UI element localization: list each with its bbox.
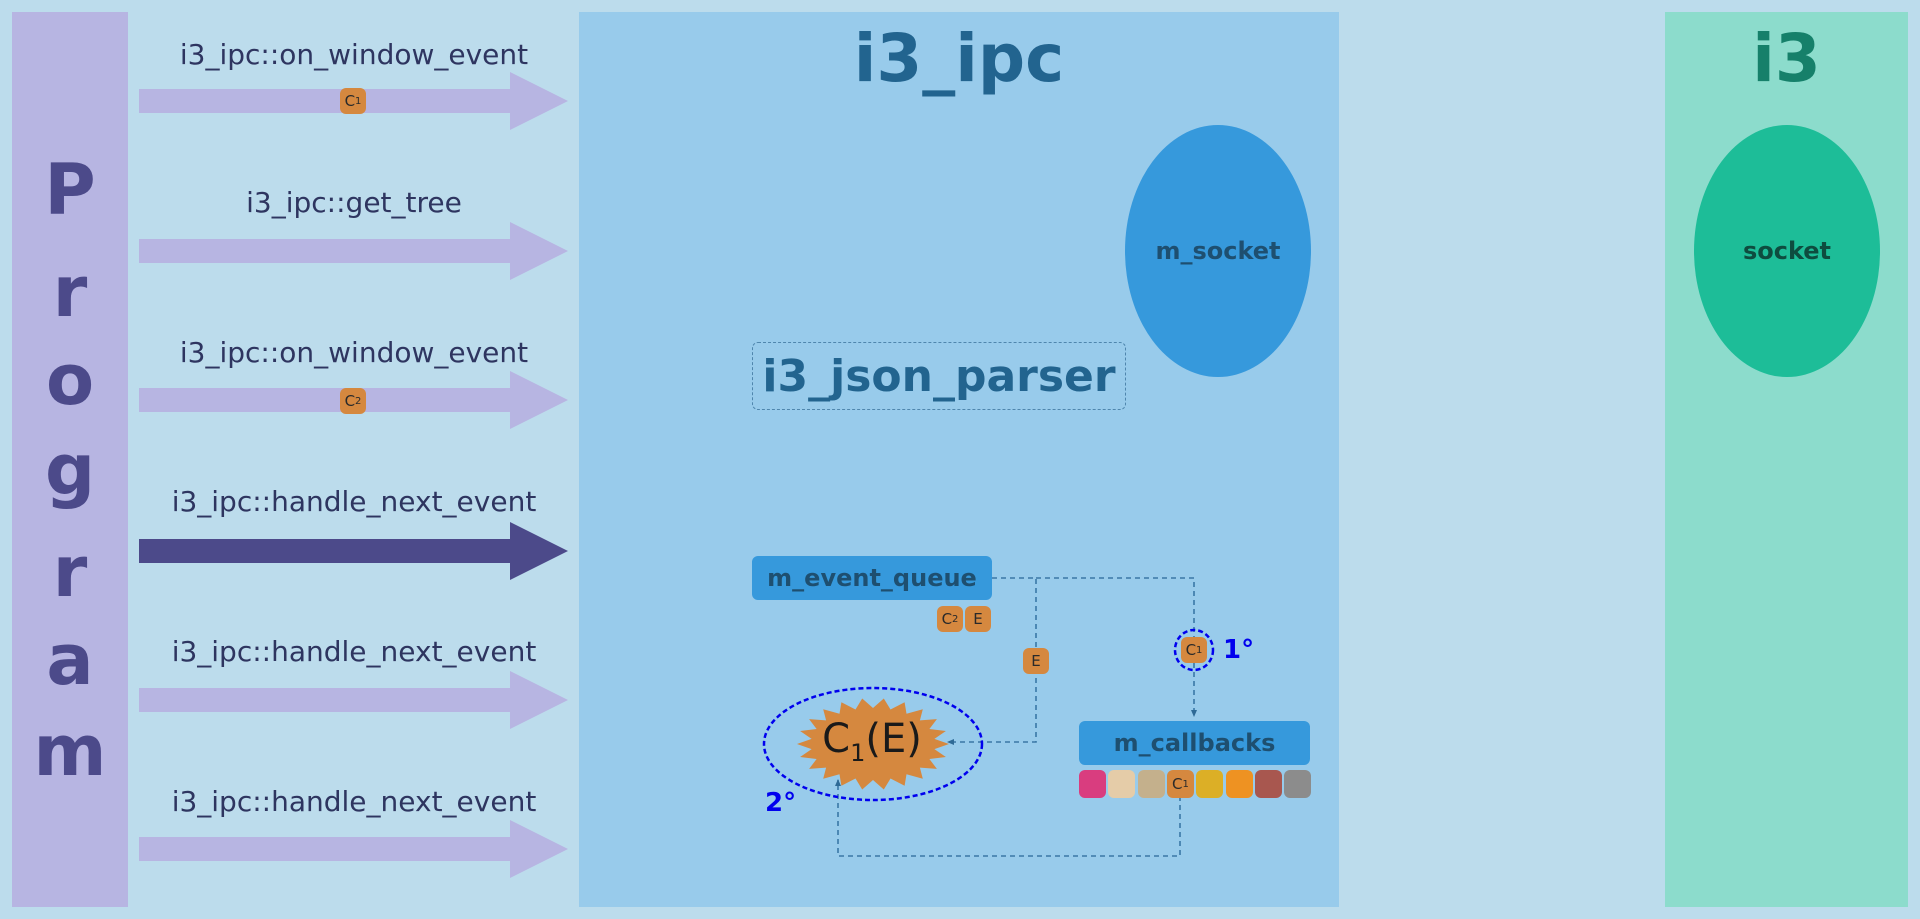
- invocation-label: C1(E): [822, 716, 922, 767]
- call-label: i3_ipc::on_window_event: [179, 38, 529, 71]
- callback-slot: [1254, 770, 1282, 798]
- callback-slot: [1225, 770, 1253, 798]
- i3-ipc-title: i3_ipc: [853, 20, 1065, 97]
- program-letter: P: [44, 149, 96, 231]
- program-letter: a: [46, 619, 94, 701]
- step2-label: 2°: [765, 788, 797, 818]
- callback-invoke-line: [835, 779, 1181, 857]
- call-label: i3_ipc::on_window_event: [179, 336, 529, 369]
- i3-socket-node: socket: [1694, 125, 1880, 377]
- call-label: i3_ipc::handle_next_event: [171, 635, 537, 668]
- program-letter: r: [52, 531, 88, 613]
- callback-slot: [1284, 770, 1312, 798]
- program-letter: o: [45, 339, 95, 421]
- program-letter: m: [33, 710, 107, 792]
- callback-slot: [1137, 770, 1165, 798]
- step1-highlight-ring: [1173, 628, 1215, 672]
- i3-title: i3: [1752, 20, 1821, 97]
- callback-lookup-line: [1036, 577, 1197, 717]
- callback-slot-label: C: [1171, 775, 1183, 793]
- json-parser-node: i3_json_parser: [752, 342, 1126, 410]
- call-label: i3_ipc::handle_next_event: [171, 785, 537, 818]
- event-chip: E: [1023, 648, 1049, 674]
- callback-slot-sub: 1: [1182, 778, 1189, 790]
- call-arrow: [139, 671, 568, 729]
- callback-slot: [1196, 770, 1224, 798]
- event-queue-node: m_event_queue: [752, 556, 992, 600]
- callbacks-node: m_callbacks: [1079, 721, 1310, 765]
- call-arrow: [139, 820, 568, 878]
- program-letter: r: [52, 251, 88, 333]
- m-socket-node: m_socket: [1125, 125, 1311, 377]
- callback-slot: [1108, 770, 1136, 798]
- call-label: i3_ipc::get_tree: [246, 186, 462, 219]
- call-arrow: [139, 522, 568, 580]
- call-label: i3_ipc::handle_next_event: [171, 485, 537, 518]
- program-letter: g: [44, 429, 96, 511]
- program-panel: P r o g r a m: [12, 12, 128, 907]
- step2-highlight-ring: [762, 686, 984, 802]
- step1-label: 1°: [1223, 635, 1255, 665]
- queue-item-e: E: [965, 606, 991, 632]
- invocation-burst-icon: [797, 698, 949, 790]
- call-arrow: [139, 222, 568, 280]
- callback-slot: [1079, 770, 1106, 798]
